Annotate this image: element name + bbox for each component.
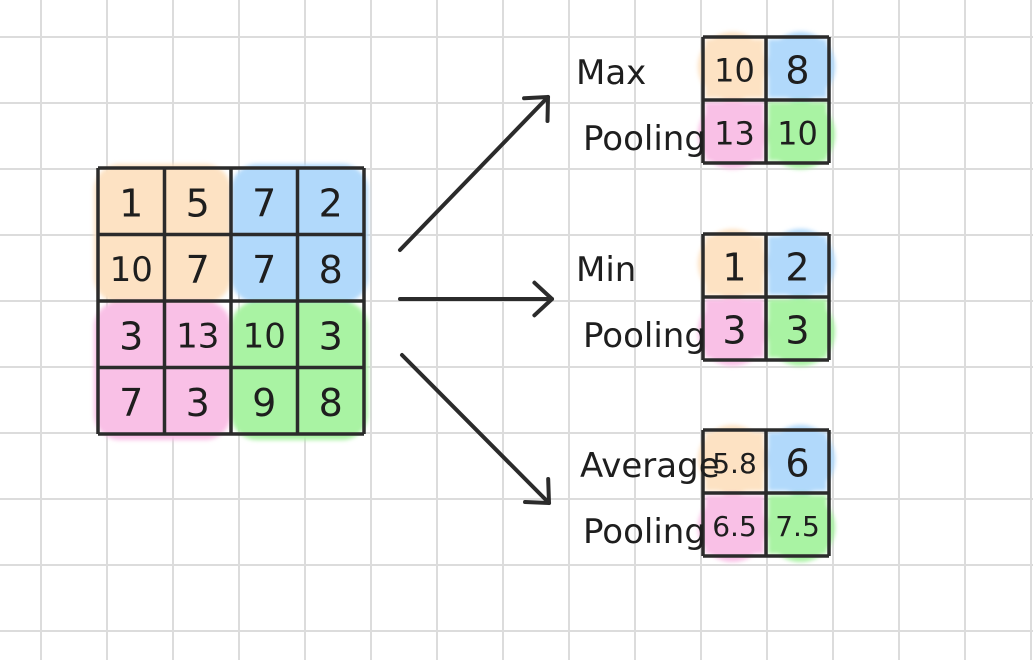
- input-cell-value: 10: [110, 250, 153, 290]
- output-cell-fill: [768, 299, 827, 358]
- output-cell-fill: [768, 495, 827, 554]
- output-cell-fill: [768, 432, 827, 491]
- arrow-to-average: [400, 353, 551, 505]
- output-cell-fill: [705, 299, 764, 358]
- input-cell-value: 9: [252, 381, 276, 425]
- output-cell-fill: [705, 102, 764, 161]
- output-cell-value: 10: [777, 115, 818, 153]
- input-cell-value: 5: [186, 181, 210, 225]
- input-cell-value: 3: [119, 314, 143, 358]
- output-cell-fill: [768, 102, 827, 161]
- pooling-label-max: Max: [576, 53, 646, 93]
- output-cell-value: 6.5: [712, 510, 757, 543]
- input-cell-value: 13: [176, 316, 219, 356]
- input-cell-value: 10: [243, 316, 286, 356]
- arrow-to-max: [398, 95, 550, 252]
- color-blobs: [94, 32, 835, 562]
- output-cell-value: 2: [785, 246, 809, 290]
- output-cell-value: 5.8: [712, 447, 757, 480]
- output-cell-value: 13: [714, 115, 755, 153]
- input-cell-value: 8: [319, 381, 343, 425]
- output-cell-fill: [705, 39, 764, 98]
- pooling-label-min-line2: Pooling: [583, 316, 706, 356]
- input-cell-value: 7: [186, 248, 210, 292]
- output-cell-value: 3: [722, 309, 746, 353]
- input-quadrant-pink: [94, 301, 231, 440]
- output-cell-value: 6: [785, 442, 809, 486]
- input-cell-value: 3: [186, 381, 210, 425]
- input-cell-value: 1: [119, 181, 143, 225]
- output-cell-fill: [768, 236, 827, 295]
- input-cell-value: 8: [319, 248, 343, 292]
- output-cell-value: 7.5: [775, 510, 820, 543]
- input-cell-value: 7: [252, 248, 276, 292]
- input-cell-value: 2: [319, 181, 343, 225]
- pooling-label-average: Average: [580, 446, 720, 486]
- output-cell-fill: [705, 495, 764, 554]
- output-cell-fill: [705, 236, 764, 295]
- output-cell-value: 8: [785, 49, 809, 93]
- output-cell-value: 1: [722, 246, 746, 290]
- arrows: [398, 95, 554, 505]
- pooling-label-max-line2: Pooling: [583, 119, 706, 159]
- output-cell-value: 10: [714, 52, 755, 90]
- output-cell-value: 3: [785, 309, 809, 353]
- input-quadrant-green: [231, 301, 368, 440]
- pooling-label-average-line2: Pooling: [583, 512, 706, 552]
- input-cell-value: 3: [319, 314, 343, 358]
- output-cell-fill: [705, 432, 764, 491]
- input-cell-value: 7: [252, 181, 276, 225]
- input-cell-value: 7: [119, 381, 143, 425]
- arrow-to-min: [398, 280, 554, 318]
- pooling-label-min: Min: [576, 250, 636, 290]
- output-cell-fill: [768, 39, 827, 98]
